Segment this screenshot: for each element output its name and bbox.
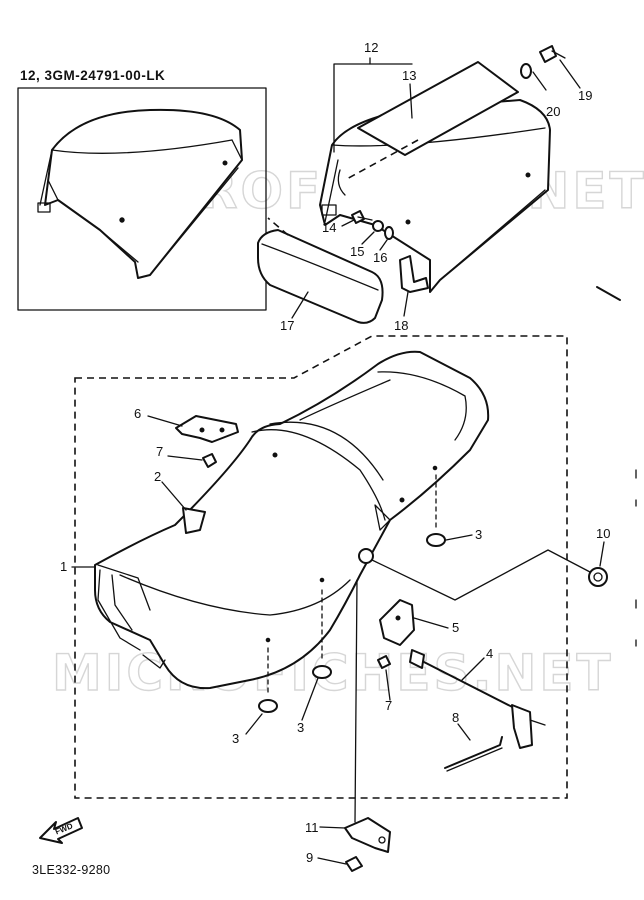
part-3-damper-right [426, 465, 446, 547]
callout-3-middle: 3 [297, 720, 304, 735]
assembly-boundary [74, 335, 568, 799]
part-9-bolt [345, 856, 363, 872]
part-20-washer [520, 63, 532, 79]
part-11-hinge [344, 579, 391, 853]
callout-2: 2 [154, 469, 161, 484]
inset-box-seat-cowl: 12, 3GM-24791-00-LK [17, 68, 267, 311]
drawing-code: 3LE332-9280 [32, 863, 110, 877]
callout-3-right: 3 [475, 527, 482, 542]
callout-10: 10 [596, 526, 610, 541]
part-18-bracket [399, 255, 429, 293]
callout-18: 18 [394, 318, 408, 333]
part-19-bolt [539, 45, 566, 63]
callout-5: 5 [452, 620, 459, 635]
callout-labels: 12 13 19 20 14 15 16 18 17 6 7 2 1 3 3 3… [60, 40, 610, 865]
inset-title: 12, 3GM-24791-00-LK [20, 68, 165, 83]
part-4-rod-assembly [409, 649, 546, 749]
seat-cowl-assembly [319, 99, 551, 293]
part-16-collar [384, 226, 394, 240]
callout-8: 8 [452, 710, 459, 725]
part-7-nut-lower [377, 655, 391, 669]
callout-1: 1 [60, 559, 67, 574]
callout-12: 12 [364, 40, 378, 55]
part-10-grommet [588, 567, 608, 587]
part-8-wire [444, 736, 503, 772]
part-1-seat [94, 350, 490, 690]
callout-13: 13 [402, 68, 416, 83]
callout-14: 14 [322, 220, 336, 235]
inset-cowl-drawing [37, 108, 243, 279]
part-13-pad [344, 61, 519, 181]
callout-17: 17 [280, 318, 294, 333]
callout-7-lower: 7 [385, 698, 392, 713]
callout-19: 19 [578, 88, 592, 103]
callout-6: 6 [134, 406, 141, 421]
leader-grommet-hole [371, 549, 591, 601]
callout-leaders [71, 57, 605, 865]
callout-11: 11 [305, 820, 319, 835]
part-3-damper-middle [312, 577, 332, 679]
watermark-bottom: MICROFICHES.NET [52, 644, 614, 702]
callout-4: 4 [486, 646, 493, 661]
callout-3-left: 3 [232, 731, 239, 746]
callout-7-upper: 7 [156, 444, 163, 459]
callout-16: 16 [373, 250, 387, 265]
part-3-damper-left [258, 637, 278, 713]
part-17-rear-pad [257, 217, 384, 324]
part-5-seat-lock [379, 599, 415, 646]
forward-arrow-icon: FWD [39, 817, 83, 844]
callout-20: 20 [546, 104, 560, 119]
callout-15: 15 [350, 244, 364, 259]
part-6-bracket [175, 415, 239, 443]
part-14-screw [351, 210, 373, 224]
stray-mark [596, 286, 621, 301]
callout-9: 9 [306, 850, 313, 865]
part-7-nut-upper [202, 453, 217, 468]
part-2-hook [182, 507, 206, 534]
part-15-washer [372, 220, 384, 232]
